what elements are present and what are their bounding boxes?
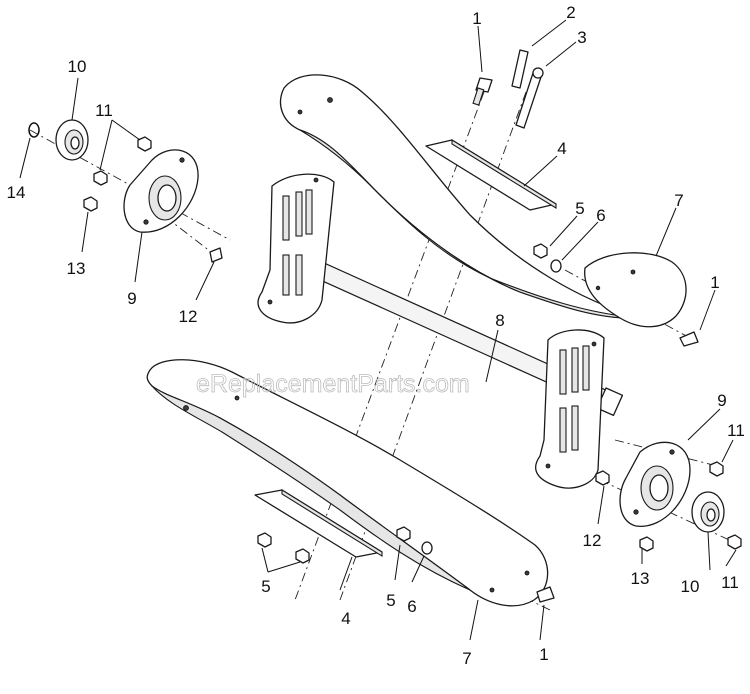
callout-12-right: 12 bbox=[583, 531, 602, 550]
callout-14: 14 bbox=[7, 183, 26, 202]
callout-7-upper: 7 bbox=[674, 191, 683, 210]
callout-7-lower: 7 bbox=[462, 649, 471, 668]
callout-3: 3 bbox=[577, 28, 586, 47]
callout-1-top: 1 bbox=[472, 9, 481, 28]
right-mounting-plate bbox=[535, 329, 605, 489]
bracket-part-4-upper bbox=[425, 139, 557, 211]
callout-6-upper: 6 bbox=[596, 206, 605, 225]
callout-10-left: 10 bbox=[68, 57, 87, 76]
callout-8: 8 bbox=[495, 311, 504, 330]
bearing-left bbox=[55, 119, 89, 161]
callout-11-right-upper: 11 bbox=[727, 421, 745, 440]
leader-lines bbox=[19, 19, 737, 641]
callout-6-lower: 6 bbox=[407, 597, 416, 616]
callout-9-left: 9 bbox=[127, 289, 136, 308]
watermark: eReplacementParts.com bbox=[196, 370, 470, 398]
hub-flange-right bbox=[619, 441, 691, 527]
callout-5-left-lower: 5 bbox=[261, 577, 270, 596]
callout-13-left: 13 bbox=[67, 259, 86, 278]
bearing-right bbox=[691, 491, 725, 533]
callout-12-left: 12 bbox=[179, 307, 198, 326]
callout-1-right: 1 bbox=[710, 273, 719, 292]
callout-11-right-lower: 11 bbox=[721, 573, 739, 592]
callout-9-right: 9 bbox=[717, 391, 726, 410]
retaining-ring bbox=[28, 122, 40, 138]
callout-2: 2 bbox=[566, 3, 575, 22]
blade-part-7-upper bbox=[584, 252, 687, 328]
callout-labels: 1 2 3 4 5 6 7 1 8 9 11 12 13 10 11 1 7 4… bbox=[7, 3, 745, 668]
callout-5-lower: 5 bbox=[386, 591, 395, 610]
callout-4-lower: 4 bbox=[341, 609, 350, 628]
callout-1-bottom: 1 bbox=[539, 645, 548, 664]
hardware bbox=[83, 49, 742, 603]
lower-tine-blade bbox=[146, 359, 549, 607]
bracket-part-4-lower bbox=[254, 489, 383, 558]
callout-10-right: 10 bbox=[681, 577, 700, 596]
left-mounting-plate bbox=[257, 173, 335, 324]
callout-5-upper: 5 bbox=[575, 199, 584, 218]
callout-13-right: 13 bbox=[631, 569, 650, 588]
callout-4-upper: 4 bbox=[557, 139, 566, 158]
hub-flange-left bbox=[123, 149, 199, 233]
callout-11-left: 11 bbox=[95, 101, 113, 120]
